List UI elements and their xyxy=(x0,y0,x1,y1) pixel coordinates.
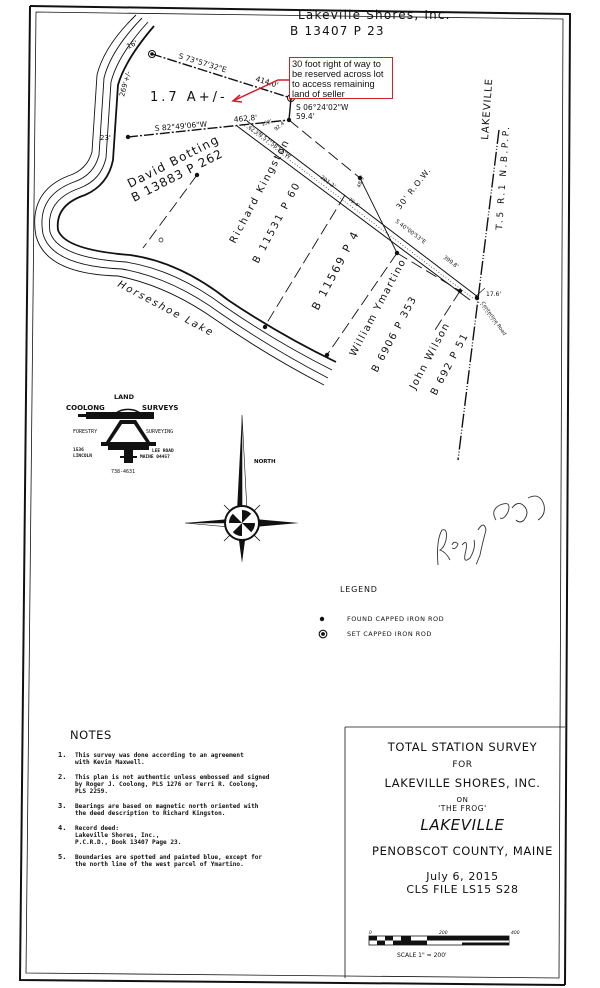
svg-text:1536: 1536 xyxy=(73,447,84,453)
svg-text:MAINE 04457: MAINE 04457 xyxy=(140,454,170,460)
notes-section: NOTES 1. This survey was done according … xyxy=(58,728,333,876)
road-and-shoreline xyxy=(34,14,337,386)
set-iron-rod-marker xyxy=(148,50,156,58)
scale-bar: 0 200 400 SCALE 1" = 200' xyxy=(368,930,520,959)
distance-south-line: 462.8' xyxy=(233,113,257,124)
surveyor-logo: LAND COOLONG SURVEYS FORESTRY SURVEYING … xyxy=(66,393,178,475)
distance-north-line: 414.0' xyxy=(254,74,279,89)
surveyor-signature xyxy=(437,495,545,566)
town-name: LAKEVILLE xyxy=(480,78,495,140)
file-number: CLS FILE LS15 S28 xyxy=(406,883,519,896)
acreage-label: 1.7 A+/- xyxy=(150,90,228,105)
north-label: NORTH xyxy=(254,459,276,465)
set-iron-rod-symbol xyxy=(318,629,328,639)
title-line-property: 'THE FROG' xyxy=(438,804,487,813)
legend-title: LEGEND xyxy=(340,585,378,594)
small-dim-4: 48.5' xyxy=(356,175,366,189)
note-item: 4. Record deed: Lakeville Shores, Inc., … xyxy=(58,824,182,847)
distance-east-line: 59.4' xyxy=(296,112,315,121)
svg-text:SURVEYING: SURVEYING xyxy=(146,429,173,435)
bearing-east-line: S 06°24'02"W xyxy=(296,103,349,112)
note-item: 1. This survey was done according to an … xyxy=(58,751,244,767)
sheet-border xyxy=(18,5,572,986)
right-of-way-annotation: 30 foot right of way to be reserved acro… xyxy=(289,57,393,99)
title-line-on: ON xyxy=(456,796,469,804)
svg-text:COOLONG: COOLONG xyxy=(66,404,105,412)
parcel-boundary xyxy=(127,53,500,461)
road-upper-distance: 291.2' xyxy=(319,175,336,190)
north-arrow-icon: NORTH xyxy=(184,414,299,563)
legend-item-set: SET CAPPED IRON ROD xyxy=(347,630,432,638)
svg-text:LAND: LAND xyxy=(114,393,135,401)
title-line-client: LAKEVILLE SHORES, INC. xyxy=(384,776,541,790)
owner-label: Lakeville Shores, Inc. xyxy=(298,8,451,22)
scale-caption: SCALE 1" = 200' xyxy=(397,952,447,959)
svg-text:738-4631: 738-4631 xyxy=(111,469,135,475)
centerline-dimension: 17.6' xyxy=(486,291,501,298)
scale-tick-400: 400 xyxy=(511,930,520,936)
note-item: 3. Bearings are based on magnetic north … xyxy=(58,802,259,818)
svg-text:LEE ROAD: LEE ROAD xyxy=(152,448,174,454)
centerline-label: Centerline Road xyxy=(479,301,507,337)
road-left-dimension: 23' xyxy=(100,134,111,142)
found-iron-rod-symbol xyxy=(319,616,325,622)
title-line-county: PENOBSCOT COUNTY, MAINE xyxy=(372,844,553,858)
small-dim-1: 132' xyxy=(261,119,273,128)
title-line-town: LAKEVILLE xyxy=(420,816,505,834)
notes-title: NOTES xyxy=(70,728,112,742)
annotation-arrow xyxy=(231,79,289,103)
small-dim-5: 79.4' xyxy=(347,197,361,209)
title-line-survey: TOTAL STATION SURVEY xyxy=(387,740,538,754)
note-item: 2. This plan is not authentic unless emb… xyxy=(58,773,270,796)
svg-text:LINCOLN: LINCOLN xyxy=(73,453,92,459)
bearing-north-line: S 73°57'32"E xyxy=(177,51,227,74)
abutter-kingston-name: Richard Kingston xyxy=(228,137,293,245)
west-dimension: 269'+/- xyxy=(118,70,133,98)
abutter-ymartino-name: William Ymartino xyxy=(348,257,409,358)
annotation-text: 30 foot right of way to be reserved acro… xyxy=(292,59,384,99)
legend-item-found: FOUND CAPPED IRON ROD xyxy=(347,615,444,623)
legend: LEGEND FOUND CAPPED IRON ROD SET CAPPED … xyxy=(318,585,444,639)
svg-text:SURVEYS: SURVEYS xyxy=(142,404,178,412)
road-lower-bearing: S 40°00'53"E xyxy=(394,219,427,246)
scale-tick-0: 0 xyxy=(369,930,372,936)
corner-markers xyxy=(125,50,480,358)
owner-book-ref: B 13407 P 23 xyxy=(290,24,385,38)
lake-name: Horseshoe Lake xyxy=(116,279,216,339)
row-width-label: 30' R.O.W. xyxy=(394,166,432,212)
note-item: 5. Boundaries are spotted and painted bl… xyxy=(58,853,263,869)
road-lower-distance: 399.8' xyxy=(442,255,459,270)
road-top-dimension: 16' xyxy=(125,39,138,51)
title-block: TOTAL STATION SURVEY FOR LAKEVILLE SHORE… xyxy=(355,740,570,904)
scale-tick-200: 200 xyxy=(439,930,448,936)
svg-text:FORESTRY: FORESTRY xyxy=(73,429,97,435)
title-line-for: FOR xyxy=(452,760,473,770)
survey-date: July 6, 2015 xyxy=(426,870,499,883)
